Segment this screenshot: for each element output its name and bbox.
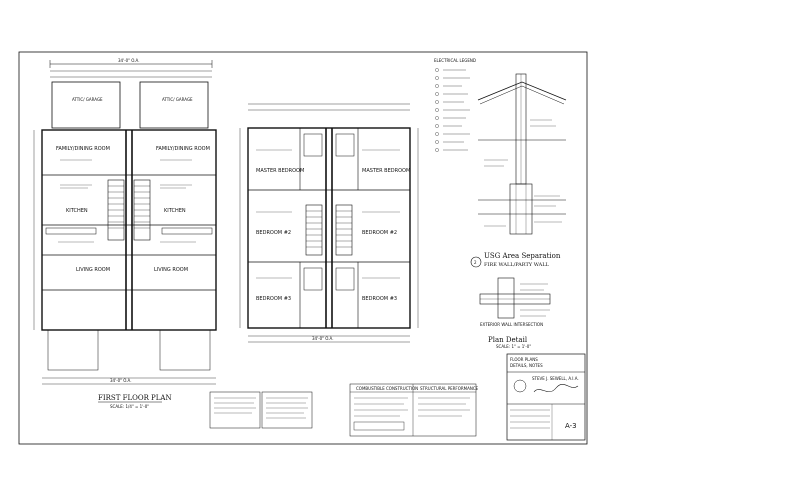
title-block: FLOOR PLANS DETAILS, NOTES STEVE J. SEWE… <box>506 353 586 441</box>
general-notes <box>209 391 313 429</box>
room-family-dining-right: FAMILY/DINING ROOM <box>156 146 210 152</box>
bottom-dimension-left-plan: 34'-0" O.A. <box>110 378 131 383</box>
plan-detail-title: Plan Detail <box>488 336 528 344</box>
room-bedroom-3-left: BEDROOM #3 <box>256 296 291 302</box>
first-floor-plan-scale: SCALE: 1/4" = 1'-0" <box>110 404 149 409</box>
room-kitchen-right: KITCHEN <box>164 208 186 214</box>
architect-name: STEVE J. SEWELL, A.I.A. <box>532 376 579 381</box>
sheet-title-2: DETAILS, NOTES <box>510 363 543 368</box>
detail-title-line2: FIRE WALL/PARTY WALL <box>484 262 550 268</box>
top-dimension: 34'-0" O.A. <box>118 58 139 63</box>
room-master-bedroom-left: MASTER BEDROOM <box>256 168 304 174</box>
garage-label-left: ATTIC/ GARAGE <box>72 97 103 102</box>
room-bedroom-2-right: BEDROOM #2 <box>362 230 397 236</box>
garage-left <box>51 81 121 129</box>
first-floor-plan: 34'-0" O.A. ATTIC/ GARAGE ATTIC/ GARAGE <box>33 58 217 409</box>
second-floor-outline <box>247 127 411 329</box>
exterior-wall-intersection-label: EXTERIOR WALL INTERSECTION <box>480 322 543 327</box>
second-floor-plan: MASTER BEDROOM MASTER BEDROOM BEDROOM #2… <box>239 103 419 343</box>
garage-right <box>139 81 209 129</box>
detail-title-line1: USG Area Separation <box>484 252 561 260</box>
legend-title: ELECTRICAL LEGEND <box>434 58 476 63</box>
garage-label-right: ATTIC/ GARAGE <box>162 97 193 102</box>
room-bedroom-2-left: BEDROOM #2 <box>256 230 291 236</box>
electrical-legend: ELECTRICAL LEGEND <box>434 58 476 152</box>
wall-section-details: 2 USG Area Separation FIRE WALL/PARTY WA… <box>470 73 567 349</box>
detail-circle-mark: 2 <box>474 260 477 265</box>
architect-signature <box>533 384 579 393</box>
room-family-dining-left: FAMILY/DINING ROOM <box>56 146 110 152</box>
architect-seal <box>513 379 527 393</box>
first-floor-outline <box>41 129 217 331</box>
room-master-bedroom-right: MASTER BEDROOM <box>362 168 410 174</box>
room-living-right: LIVING ROOM <box>154 267 188 273</box>
notes-header-2: STRUCTURAL PERFORMANCE <box>420 386 479 391</box>
first-floor-plan-title: FIRST FLOOR PLAN <box>98 394 172 402</box>
bottom-dimension-middle-plan: 34'-0" O.A. <box>312 336 333 341</box>
sheet-number: A-3 <box>565 422 577 430</box>
sheet-title-1: FLOOR PLANS <box>510 357 538 362</box>
room-bedroom-3-right: BEDROOM #3 <box>362 296 397 302</box>
room-kitchen-left: KITCHEN <box>66 208 88 214</box>
notes-header-1: COMBUSTIBLE CONSTRUCTION <box>356 386 418 391</box>
plan-detail-scale: SCALE: 1" = 1'-0" <box>496 344 531 349</box>
room-living-left: LIVING ROOM <box>76 267 110 273</box>
sheet-border <box>18 51 588 445</box>
construction-notes-table: COMBUSTIBLE CONSTRUCTION STRUCTURAL PERF… <box>349 383 479 437</box>
